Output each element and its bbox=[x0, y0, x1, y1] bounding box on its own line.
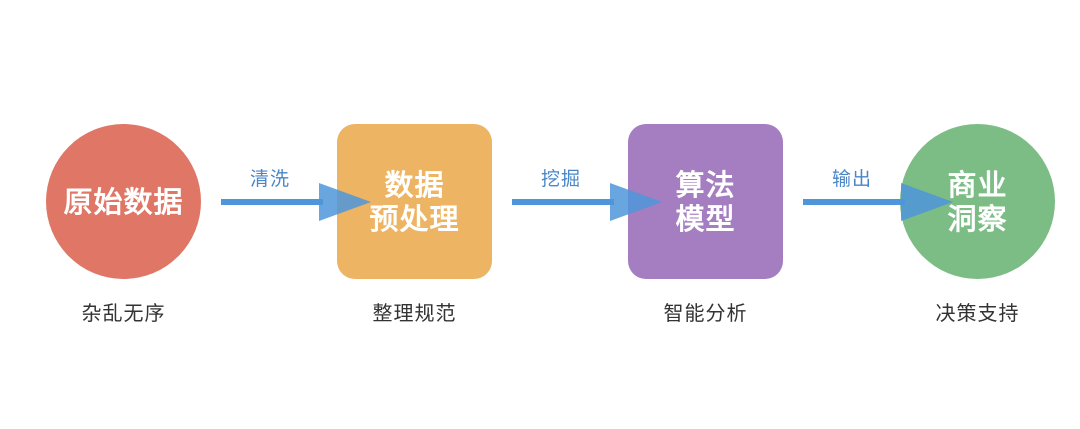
stage-business-insight: 商业洞察 bbox=[900, 124, 1055, 279]
arrow-mine bbox=[512, 182, 662, 222]
arrow-output bbox=[803, 182, 953, 222]
caption-raw-data: 杂乱无序 bbox=[81, 301, 166, 325]
arrow-clean bbox=[221, 182, 371, 222]
connector-label-output: 输出 bbox=[831, 168, 872, 190]
stage-raw-data: 原始数据 bbox=[46, 124, 201, 279]
stage-raw-data-title: 原始数据 bbox=[63, 184, 184, 219]
connector-label-clean: 清洗 bbox=[249, 168, 290, 190]
stage-preprocessing-title: 数据预处理 bbox=[369, 167, 460, 236]
caption-business-insight: 决策支持 bbox=[935, 301, 1020, 325]
stage-business-insight-title: 商业洞察 bbox=[947, 167, 1008, 236]
caption-preprocessing: 整理规范 bbox=[372, 301, 457, 325]
connector-label-mine: 挖掘 bbox=[540, 168, 581, 190]
stage-algorithm-model: 算法模型 bbox=[628, 124, 783, 279]
stage-algorithm-model-title: 算法模型 bbox=[675, 167, 736, 236]
caption-algorithm-model: 智能分析 bbox=[663, 301, 748, 325]
